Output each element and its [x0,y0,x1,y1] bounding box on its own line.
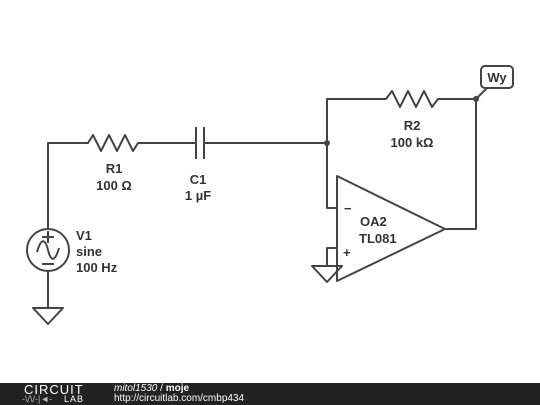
wire-feedback-out [444,98,477,230]
ground-icon [311,265,343,283]
opamp-oa2[interactable]: − + OA2 TL081 [336,175,446,282]
c1-value-label: 1 µF [185,188,211,203]
resistor-r1[interactable]: R1 100 Ω [87,134,142,193]
logo-glyph-icon: -\/\/-|◄- [22,394,53,404]
footer-separator: / [157,383,166,394]
opamp-noninverting-sign: + [343,245,351,260]
capacitor-c1[interactable]: C1 1 µF [185,127,211,203]
opamp-inverting-sign: − [344,201,352,216]
footer-circuit-title[interactable]: moje [165,383,190,394]
r2-value-label: 100 kΩ [391,135,434,150]
footer-url-link[interactable]: http://circuitlab.com/cmbp434 [114,393,245,404]
r2-name-label: R2 [404,118,421,133]
r1-name-label: R1 [106,161,123,176]
oa2-name-label: OA2 [360,214,387,229]
circuitlab-logo[interactable]: CIRCUIT -\/\/-|◄- LAB [0,383,100,405]
wire-node-r2 [326,98,387,144]
logo-text-circuit: CIRCUIT [24,382,84,397]
footer-circuit-info: mitol1530 / moje [114,384,189,394]
voltage-source-v1[interactable]: V1 sine 100 Hz [26,228,118,275]
sine-wave-icon [36,240,60,260]
v1-freq-label: 100 Hz [76,260,118,275]
junction-output [473,96,479,102]
resistor-r1-symbol [87,134,142,152]
footer-username[interactable]: mitol1530 [114,383,158,394]
resistor-r2[interactable]: R2 100 kΩ [385,90,439,150]
r1-value-label: 100 Ω [96,178,132,193]
ground-icon [32,307,64,325]
wire-noninverting-ground [326,247,338,267]
circuit-schematic: R1 100 Ω C1 1 µF R2 100 kΩ V1 sine 100 H… [26,65,514,325]
junction-node [324,140,330,146]
probe-wy-box [480,65,514,89]
footer-bar: CIRCUIT -\/\/-|◄- LAB mitol1530 / moje h… [0,383,540,405]
oa2-model-label: TL081 [359,231,397,246]
wires [47,88,487,309]
resistor-r2-symbol [385,90,439,108]
logo-text-lab: LAB [64,394,85,404]
wire-left-top [47,142,89,230]
probe-wy-label: Wy [487,70,507,85]
c1-name-label: C1 [190,172,207,187]
v1-circle [26,228,70,272]
probe-wy[interactable]: Wy [480,65,514,89]
opamp-oa2-triangle [336,175,446,282]
v1-name-label: V1 [76,228,92,243]
v1-type-label: sine [76,244,102,259]
wire-node-inverting [326,142,338,209]
